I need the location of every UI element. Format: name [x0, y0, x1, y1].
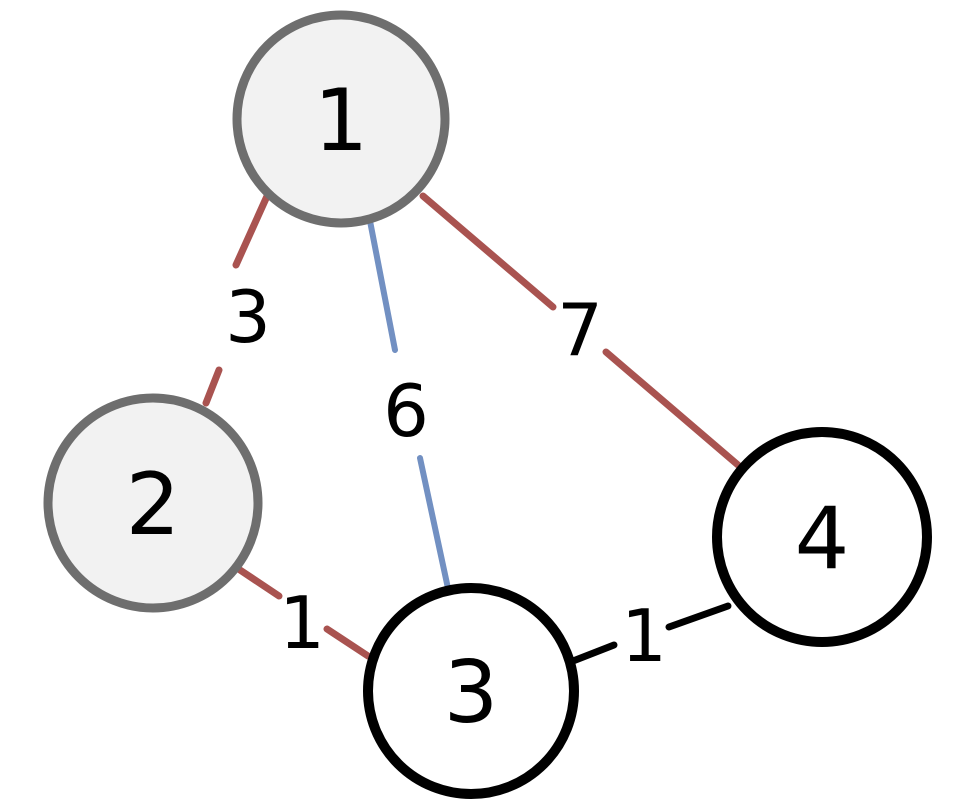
edge-2-3-segment-a — [236, 566, 283, 600]
edge-weight-label-3-4: 1 — [621, 594, 667, 678]
edge-1-4-segment-b — [602, 348, 742, 469]
edges-layer: 3 6 7 1 1 — [202, 190, 742, 678]
node-label-2: 2 — [126, 455, 181, 555]
node-circle-1[interactable] — [232, 10, 450, 228]
edge-1-2-segment-b — [202, 366, 223, 407]
edge-3-4-segment-b — [665, 602, 732, 631]
node-label-4: 4 — [795, 489, 850, 589]
edge-1-3[interactable]: 6 — [367, 218, 452, 596]
graph-node-4[interactable]: 4 — [712, 427, 932, 647]
edge-3-4[interactable]: 1 — [569, 594, 732, 678]
edge-weight-label-1-2: 3 — [225, 275, 271, 359]
edge-1-2[interactable]: 3 — [202, 190, 272, 407]
edge-weight-label-1-3: 6 — [383, 369, 429, 453]
graph-node-3[interactable]: 3 — [363, 583, 579, 799]
node-circle-3[interactable] — [363, 583, 579, 799]
edge-1-2-segment-a — [232, 190, 272, 269]
edge-weight-label-2-3: 1 — [279, 581, 325, 665]
edge-3-4-segment-a — [569, 641, 618, 665]
node-circle-2[interactable] — [43, 393, 263, 613]
node-circle-4[interactable] — [712, 427, 932, 647]
edge-2-3-segment-b — [323, 625, 372, 660]
node-label-3: 3 — [444, 643, 499, 743]
edge-1-3-segment-a — [367, 218, 398, 353]
edge-1-4-segment-a — [419, 192, 557, 311]
nodes-layer: 1 2 3 4 — [43, 10, 932, 799]
graph-node-1[interactable]: 1 — [232, 10, 450, 228]
edge-1-4[interactable]: 7 — [419, 192, 742, 469]
edge-1-3-segment-b — [417, 455, 452, 596]
edge-weight-label-1-4: 7 — [557, 288, 603, 372]
graph-node-2[interactable]: 2 — [43, 393, 263, 613]
node-label-1: 1 — [314, 71, 369, 171]
edge-2-3[interactable]: 1 — [236, 566, 372, 665]
